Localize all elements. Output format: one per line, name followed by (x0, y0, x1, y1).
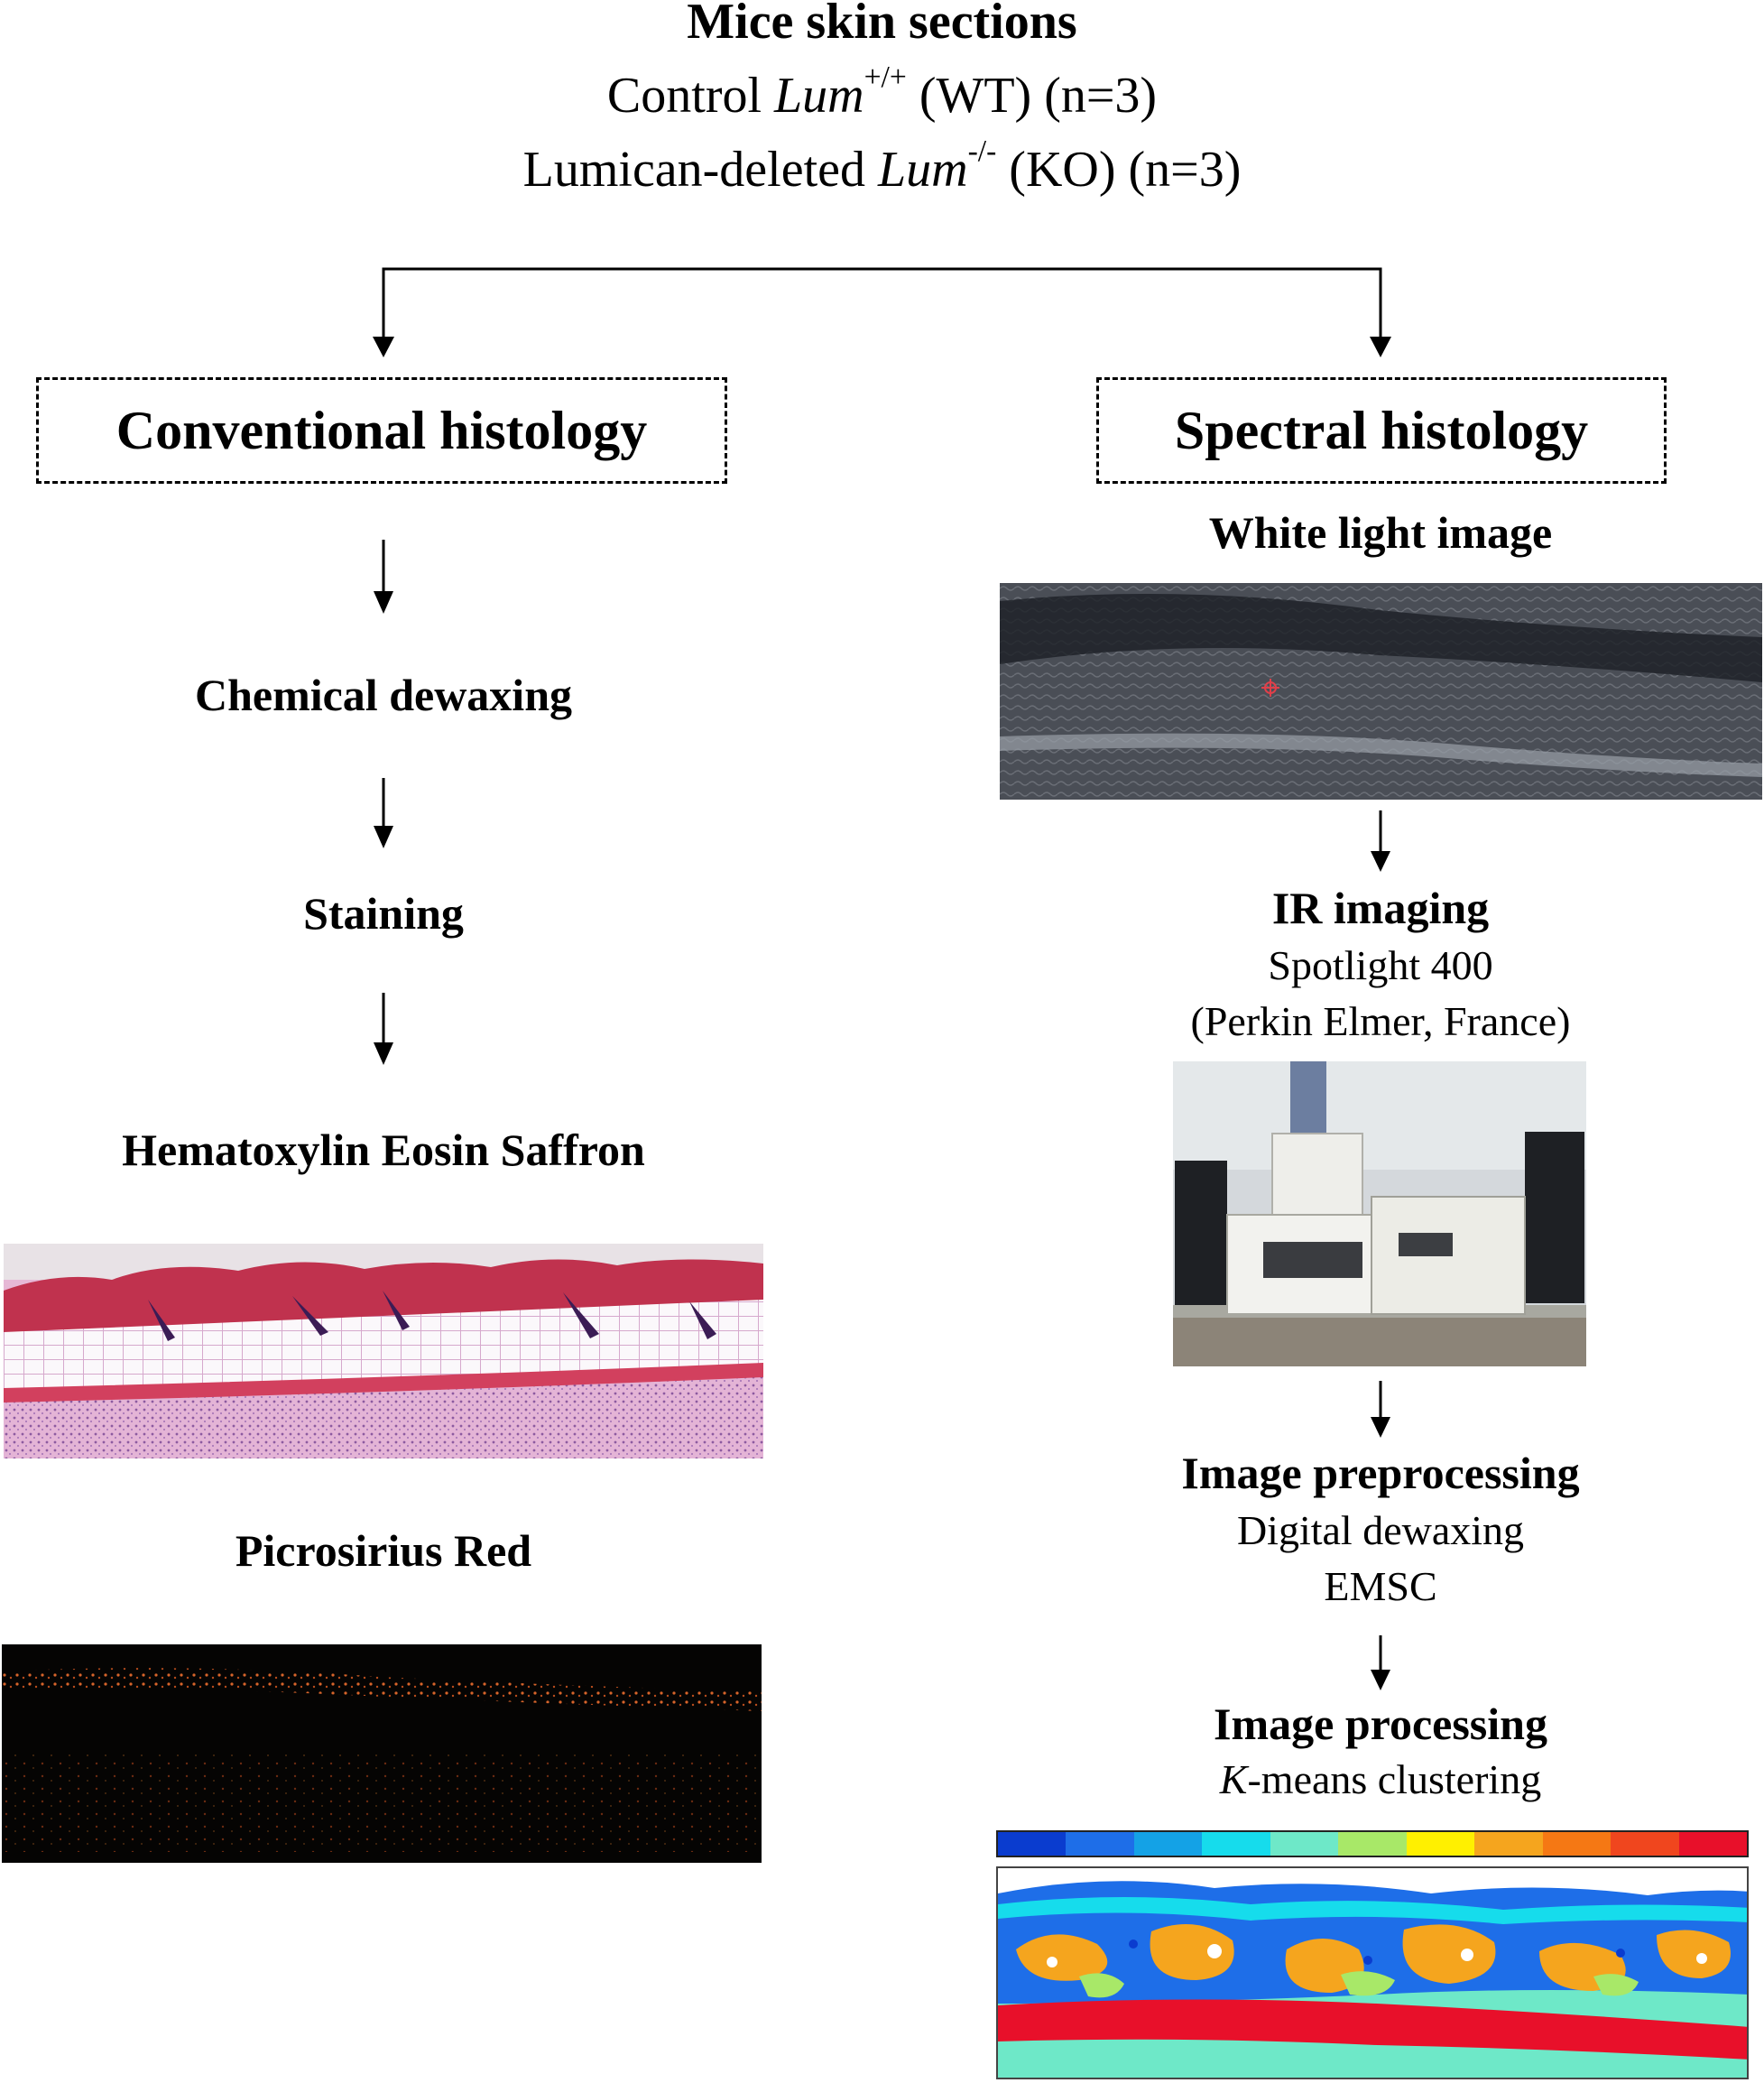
picrosirius-red-image (2, 1644, 762, 1863)
ko-group-label: Lumican-deleted Lum-/- (KO) (n=3) (0, 136, 1764, 198)
step-chemical-dewaxing: Chemical dewaxing (194, 670, 573, 720)
preprocessing-emsc: EMSC (1324, 1563, 1437, 1609)
step-staining: Staining (303, 888, 464, 939)
image-preprocessing-title: Image preprocessing (1181, 1448, 1580, 1498)
kmeans-cluster-map (996, 1866, 1749, 2079)
white-light-image-label: White light image (1208, 507, 1553, 558)
ir-manufacturer: (Perkin Elmer, France) (1190, 998, 1571, 1044)
ko-genotype: -/- (967, 134, 997, 169)
conventional-histology-title: Conventional histology (115, 401, 648, 460)
spectral-histology-box: Spectral histology (1096, 377, 1667, 484)
kmeans-clustering-label: K-means clustering (997, 1754, 1764, 1805)
cluster-swatch-5 (1270, 1832, 1339, 1856)
ko-prefix: Lumican-deleted (522, 142, 878, 198)
cluster-swatch-10 (1611, 1832, 1679, 1856)
arrow-to-spectral (1370, 337, 1391, 357)
spectral-histology-title: Spectral histology (1174, 401, 1589, 460)
hes-stained-section-image (4, 1244, 763, 1458)
wt-prefix: Control (606, 68, 775, 124)
ko-suffix: (KO) (n=3) (996, 142, 1242, 198)
cluster-swatch-11 (1678, 1832, 1747, 1856)
preprocessing-digital-dewaxing: Digital dewaxing (1236, 1507, 1525, 1553)
stain-picrosirius-label: Picrosirius Red (235, 1525, 532, 1576)
white-light-image (1000, 583, 1762, 800)
ko-gene: Lum (878, 142, 968, 198)
stain-hes-label: Hematoxylin Eosin Saffron (122, 1125, 645, 1175)
cluster-swatch-4 (1202, 1832, 1270, 1856)
spotlight-instrument-photo (1173, 1061, 1586, 1366)
ir-instrument: Spotlight 400 (1268, 942, 1493, 988)
kmeans-rest: -means clustering (1247, 1756, 1542, 1802)
cluster-color-legend (996, 1830, 1749, 1857)
cluster-swatch-2 (1066, 1832, 1134, 1856)
cluster-swatch-1 (998, 1832, 1067, 1856)
diagram-title: Mice skin sections (687, 0, 1077, 50)
kmeans-k: K (1219, 1756, 1248, 1802)
wt-group-label: Control Lum+/+ (WT) (n=3) (0, 62, 1764, 124)
cluster-swatch-9 (1542, 1832, 1612, 1856)
cluster-swatch-8 (1474, 1832, 1543, 1856)
conventional-histology-box: Conventional histology (36, 377, 727, 484)
wt-gene: Lum (774, 68, 864, 124)
split-connector (382, 267, 1382, 355)
cluster-swatch-3 (1133, 1832, 1203, 1856)
ir-imaging-title: IR imaging (1271, 883, 1490, 933)
image-processing-title: Image processing (1214, 1699, 1547, 1749)
wt-suffix: (WT) (n=3) (906, 68, 1158, 124)
wt-genotype: +/+ (864, 60, 907, 95)
cluster-swatch-7 (1406, 1832, 1475, 1856)
cluster-swatch-6 (1338, 1832, 1407, 1856)
arrow-to-conventional (373, 337, 394, 357)
